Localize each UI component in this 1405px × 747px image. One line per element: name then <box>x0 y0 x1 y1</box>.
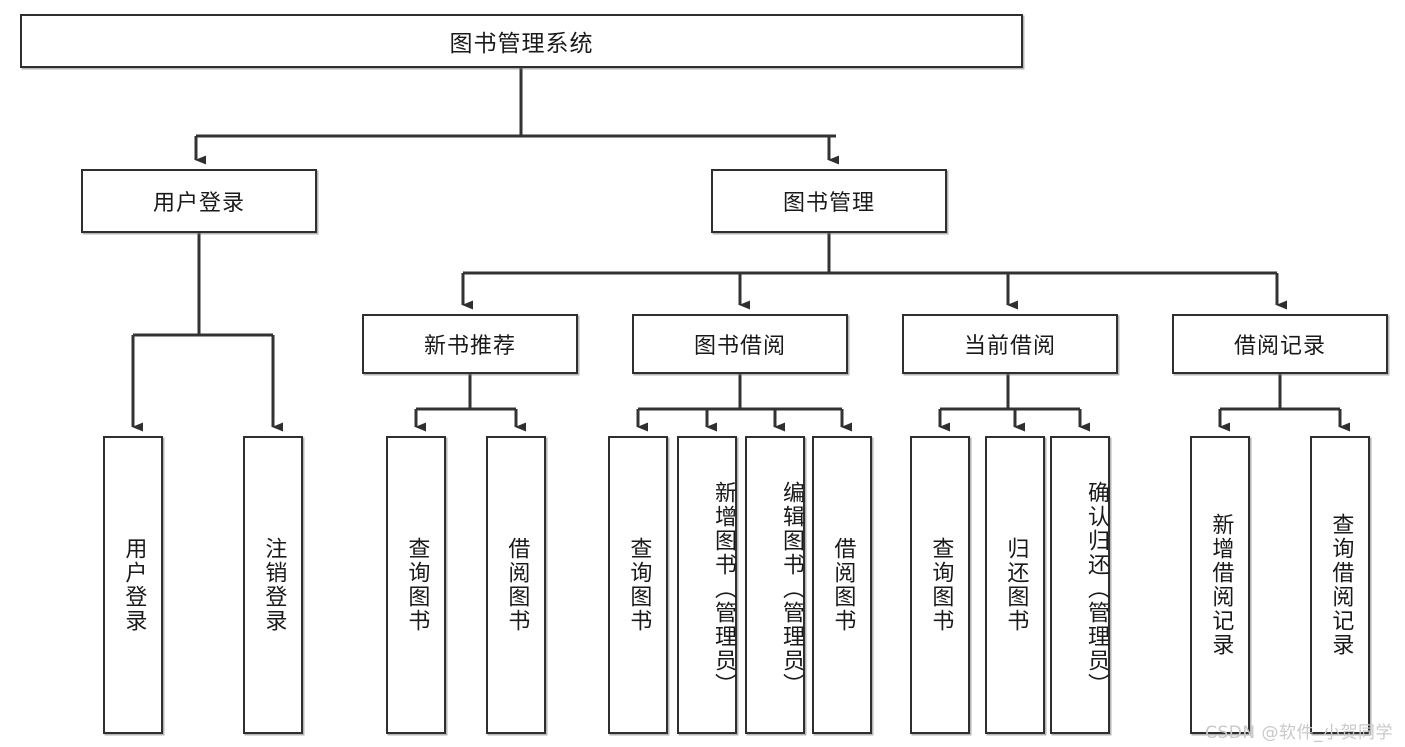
node-leaf-query-book-cb-label: 查询图书 <box>928 537 954 633</box>
node-leaf-logout[interactable]: 注销登录 <box>243 436 303 734</box>
node-leaf-query-record-label: 查询借阅记录 <box>1328 513 1354 657</box>
node-leaf-add-record[interactable]: 新增借阅记录 <box>1190 436 1250 734</box>
node-leaf-query-book-bb[interactable]: 查询图书 <box>608 436 668 734</box>
node-leaf-query-book-rec[interactable]: 查询图书 <box>386 436 446 734</box>
node-leaf-add-book-label: 新增图书（管理员） <box>711 481 736 697</box>
node-leaf-edit-book[interactable]: 编辑图书（管理员） <box>745 436 805 734</box>
node-leaf-confirm-return[interactable]: 确认归还（管理员） <box>1050 436 1110 734</box>
node-borrow-record-label: 借阅记录 <box>1233 334 1326 359</box>
node-leaf-edit-book-label: 编辑图书（管理员） <box>779 481 804 697</box>
csdn-watermark: CSDN @软件_小贺同学 <box>1205 723 1393 743</box>
node-current-borrow[interactable]: 当前借阅 <box>902 314 1118 374</box>
node-book-borrow-label: 图书借阅 <box>693 334 786 359</box>
node-leaf-query-book-bb-label: 查询图书 <box>626 537 652 633</box>
node-leaf-query-book-rec-label: 查询图书 <box>404 537 430 633</box>
node-leaf-query-book-cb[interactable]: 查询图书 <box>910 436 970 734</box>
node-leaf-user-login[interactable]: 用户登录 <box>103 436 163 734</box>
node-new-book-rec-label: 新书推荐 <box>423 334 516 359</box>
node-book-manage[interactable]: 图书管理 <box>711 169 947 233</box>
node-leaf-confirm-return-label: 确认归还（管理员） <box>1084 481 1109 697</box>
node-leaf-user-login-label: 用户登录 <box>121 537 147 633</box>
node-leaf-borrow-book-bb-label: 借阅图书 <box>830 537 856 633</box>
node-root-label: 图书管理系统 <box>449 31 594 57</box>
node-leaf-borrow-book-bb[interactable]: 借阅图书 <box>812 436 872 734</box>
connectors <box>131 68 1350 432</box>
node-leaf-logout-label: 注销登录 <box>261 537 287 633</box>
node-new-book-rec[interactable]: 新书推荐 <box>362 314 578 374</box>
node-leaf-return-book[interactable]: 归还图书 <box>985 436 1045 734</box>
node-root[interactable]: 图书管理系统 <box>20 14 1023 68</box>
node-leaf-add-book[interactable]: 新增图书（管理员） <box>677 436 737 734</box>
node-user-login[interactable]: 用户登录 <box>81 169 317 233</box>
node-leaf-borrow-book-rec[interactable]: 借阅图书 <box>486 436 546 734</box>
node-leaf-query-record[interactable]: 查询借阅记录 <box>1310 436 1370 734</box>
node-book-manage-label: 图书管理 <box>782 191 875 216</box>
node-current-borrow-label: 当前借阅 <box>963 334 1056 359</box>
node-user-login-label: 用户登录 <box>152 191 245 216</box>
node-borrow-record[interactable]: 借阅记录 <box>1172 314 1388 374</box>
node-leaf-add-record-label: 新增借阅记录 <box>1208 513 1234 657</box>
node-book-borrow[interactable]: 图书借阅 <box>632 314 848 374</box>
node-leaf-return-book-label: 归还图书 <box>1003 537 1029 633</box>
node-leaf-borrow-book-rec-label: 借阅图书 <box>504 537 530 633</box>
